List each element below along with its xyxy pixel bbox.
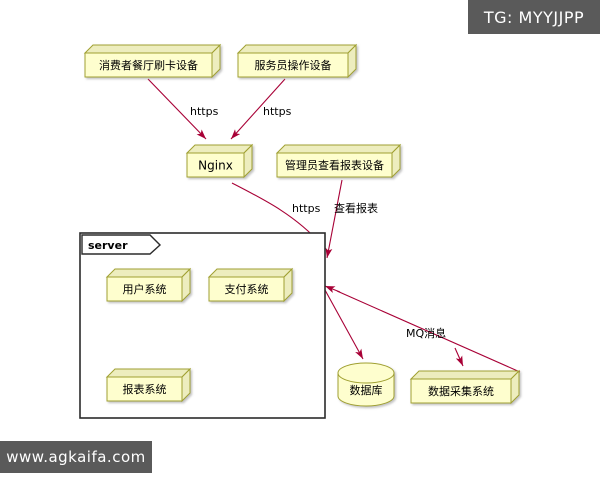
- edge-admin-to-server: 查看报表: [325, 179, 378, 259]
- container-server-label: server: [88, 239, 128, 252]
- node-admin-device[interactable]: 管理员查看报表设备: [275, 143, 402, 179]
- edge-waiter-to-nginx: https: [230, 78, 292, 140]
- node-data-collection-label: 数据采集系统: [428, 384, 494, 398]
- edge-label-consumer-https: https: [190, 105, 219, 118]
- node-nginx-label: Nginx: [198, 159, 233, 173]
- container-server-tab: [81, 234, 162, 255]
- edges-layer: https https https 查看报表: [147, 78, 521, 373]
- node-payment-system-label: 支付系统: [225, 283, 269, 296]
- node-payment-system[interactable]: 支付系统: [207, 267, 294, 303]
- node-consumer-device[interactable]: 消费者餐厅刷卡设备: [83, 43, 222, 79]
- node-consumer-device-label: 消费者餐厅刷卡设备: [99, 58, 198, 72]
- node-report-system[interactable]: 报表系统: [105, 367, 192, 403]
- node-report-system-label: 报表系统: [123, 382, 167, 396]
- node-data-collection[interactable]: 数据采集系统: [409, 369, 521, 405]
- node-database-label: 数据库: [350, 383, 383, 397]
- container-server: server: [79, 232, 326, 419]
- watermark-bottom-left: www.agkaifa.com: [0, 441, 152, 473]
- node-user-system[interactable]: 用户系统: [105, 267, 192, 303]
- node-waiter-device-label: 服务员操作设备: [255, 58, 332, 72]
- node-admin-device-label: 管理员查看报表设备: [285, 158, 384, 172]
- node-waiter-device[interactable]: 服务员操作设备: [236, 43, 358, 79]
- edge-label-mq-message: MQ消息: [406, 326, 446, 340]
- edge-label-admin-view-report: 查看报表: [334, 201, 378, 215]
- edge-label-waiter-https: https: [263, 105, 292, 118]
- node-nginx[interactable]: Nginx: [185, 143, 254, 179]
- edge-server-to-collector: MQ消息: [324, 285, 521, 373]
- edge-label-nginx-https: https: [292, 202, 321, 215]
- edge-server-to-database: [324, 289, 364, 360]
- edge-consumer-to-nginx: https: [147, 78, 219, 140]
- watermark-top-right: TG: MYYJJPP: [468, 0, 600, 34]
- node-database[interactable]: 数据库: [337, 362, 395, 407]
- node-user-system-label: 用户系统: [123, 282, 167, 296]
